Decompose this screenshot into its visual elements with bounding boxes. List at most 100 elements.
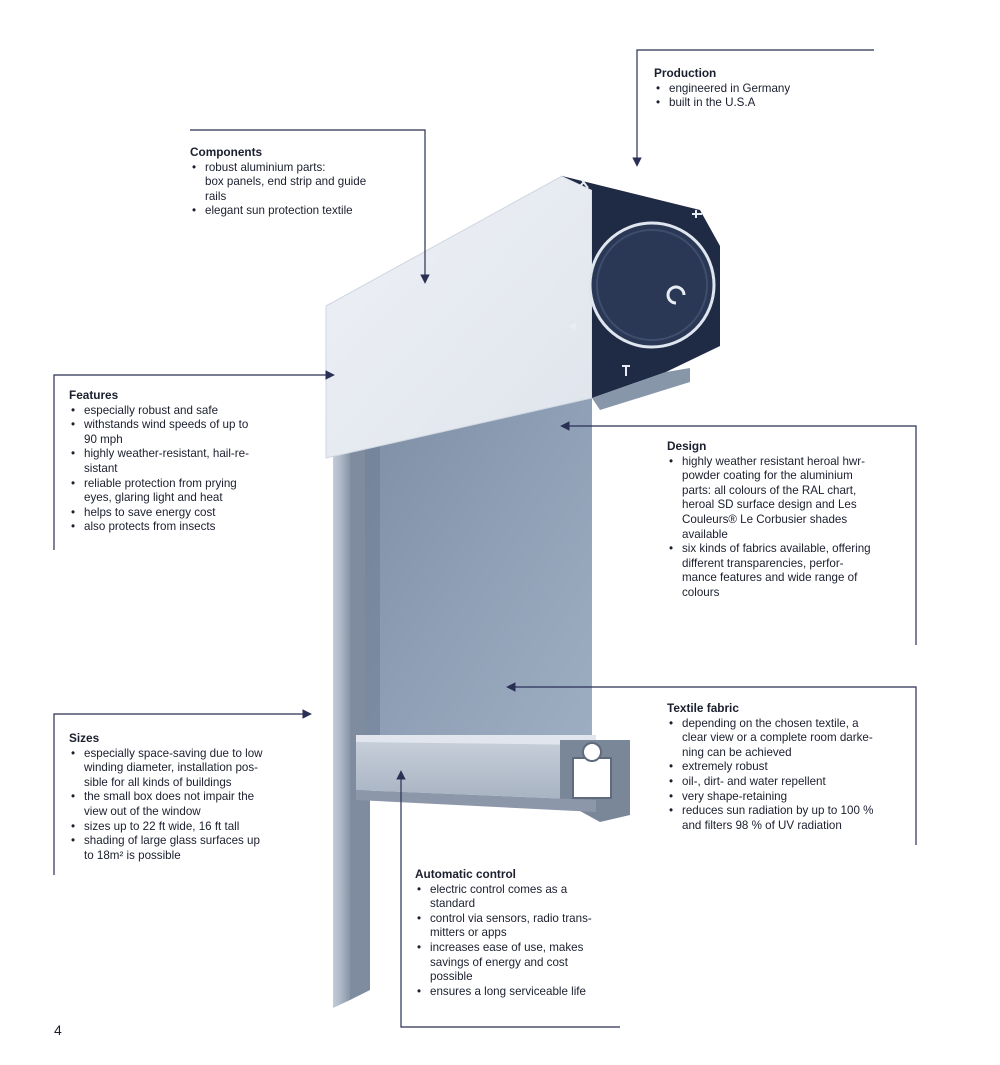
callout-list: depending on the chosen textile, aclear … [667,717,912,834]
bullet-line: winding diameter, installation pos- [84,761,259,775]
leader-sizes [53,709,312,875]
bullet-line: powder coating for the aluminium [682,469,853,483]
callout-list: electric control comes as astandardcontr… [415,883,645,1000]
leader-automatic [396,770,620,1028]
textile-fabric [365,378,592,760]
bullet-line: the small box does not impair the [84,790,255,804]
bullet-line: different transparencies, perfor- [682,556,844,570]
bullet-line: 90 mph [84,432,123,446]
callout-heading: Sizes [69,731,100,745]
bullet-item: control via sensors, radio trans-mitters… [415,912,645,941]
bullet-line: withstands wind speeds of up to [84,418,249,432]
bullet-line: ensures a long serviceable life [430,984,586,998]
winding-tube [588,221,716,349]
page-number: 4 [54,1022,62,1038]
bullet-line: highly weather resistant heroal hwr- [682,454,866,468]
bullet-line: savings of energy and cost [430,955,568,969]
bullet-line: built in the U.S.A [669,96,756,110]
callout-automatic: Automatic control electric control comes… [415,867,645,999]
callout-heading: Design [667,439,707,453]
bullet-item: six kinds of fabrics available, offering… [667,542,912,600]
bullet-line: control via sensors, radio trans- [430,911,592,925]
bullet-item: oil-, dirt- and water repellent [667,775,912,790]
bullet-line: extremely robust [682,760,768,774]
bullet-line: engineered in Germany [669,81,791,95]
bullet-item: robust aluminium parts:box panels, end s… [190,161,420,205]
bullet-line: oil-, dirt- and water repellent [682,774,826,788]
bullet-item: helps to save energy cost [69,506,309,521]
bullet-line: clear view or a complete room darke- [682,731,873,745]
bullet-line: also protects from insects [84,520,216,534]
bullet-item: very shape-retaining [667,790,912,805]
bullet-line: eyes, glaring light and heat [84,491,223,505]
bullet-item: elegant sun protection textile [190,204,420,219]
callout-list: highly weather resistant heroal hwr-powd… [667,455,912,601]
bullet-line: depending on the chosen textile, a [682,716,859,730]
bullet-line: possible [430,970,473,984]
callout-heading: Features [69,388,119,402]
bullet-line: mance features and wide range of [682,571,858,585]
bullet-item: engineered in Germany [654,82,914,97]
bullet-item: built in the U.S.A [654,96,914,111]
bullet-item: highly weather resistant heroal hwr-powd… [667,455,912,543]
callout-heading: Components [190,145,263,159]
bullet-line: available [682,527,728,541]
leader-lines [53,49,917,1028]
bullet-line: parts: all colours of the RAL chart, [682,483,857,497]
bullet-item: depending on the chosen textile, aclear … [667,717,912,761]
bullet-line: standard [430,897,476,911]
bullet-line: electric control comes as a [430,882,568,896]
callout-list: engineered in Germanybuilt in the U.S.A [654,82,914,111]
bullet-line: especially space-saving due to low [84,746,263,760]
leader-production [632,49,874,167]
guide-rail [333,420,370,1008]
bullet-line: ning can be achieved [682,745,792,759]
bullet-line: rails [205,189,227,203]
bullet-item: reduces sun radiation by up to 100 %and … [667,804,912,833]
bullet-line: to 18m² is possible [84,848,181,862]
callout-design: Design highly weather resistant heroal h… [667,439,912,601]
bullet-line: and filters 98 % of UV radiation [682,818,842,832]
bullet-line: view out of the window [84,804,201,818]
bullet-line: very shape-retaining [682,789,788,803]
leader-textile [506,682,917,845]
bullet-line: sizes up to 22 ft wide, 16 ft tall [84,819,240,833]
callout-features: Features especially robust and safewiths… [69,388,309,535]
bullet-item: extremely robust [667,760,912,775]
bullet-line: helps to save energy cost [84,505,216,519]
callout-heading: Automatic control [415,867,516,881]
leader-design [560,421,917,645]
bullet-line: colours [682,585,720,599]
bullet-item: highly weather-resistant, hail-re-sistan… [69,447,309,476]
bullet-line: increases ease of use, makes [430,940,584,954]
bullet-line: sistant [84,461,118,475]
bullet-line: elegant sun protection textile [205,204,353,218]
callout-heading: Textile fabric [667,701,739,715]
bullet-line: robust aluminium parts: [205,160,326,174]
bullet-line: reliable protection from prying [84,476,237,490]
callout-list: especially robust and safewithstands win… [69,404,309,535]
bullet-line: box panels, end strip and guide [205,175,367,189]
bullet-line: shading of large glass surfaces up [84,834,260,848]
bullet-line: heroal SD surface design and Les [682,498,857,512]
bullet-item: especially space-saving due to lowwindin… [69,747,309,791]
bullet-item: ensures a long serviceable life [415,985,645,1000]
bullet-line: highly weather-resistant, hail-re- [84,447,249,461]
bullet-item: also protects from insects [69,520,309,535]
bullet-item: especially robust and safe [69,404,309,419]
leader-features [53,370,335,550]
leader-components [190,129,430,284]
callout-textile: Textile fabric depending on the chosen t… [667,701,912,833]
bullet-line: mitters or apps [430,926,507,940]
bullet-item: sizes up to 22 ft wide, 16 ft tall [69,820,309,835]
bullet-line: sible for all kinds of buildings [84,775,232,789]
callout-list: robust aluminium parts:box panels, end s… [190,161,420,219]
callout-heading: Production [654,66,717,80]
